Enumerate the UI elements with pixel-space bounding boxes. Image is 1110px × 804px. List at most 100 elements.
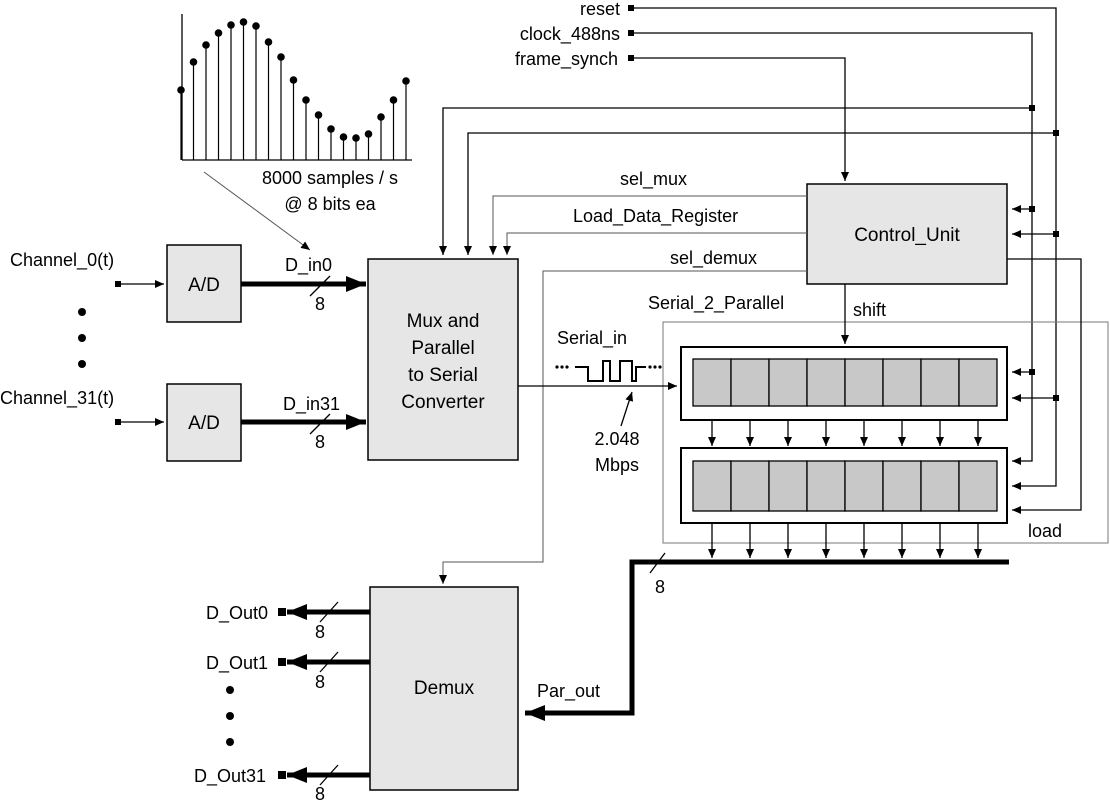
bus-width-slash	[319, 601, 339, 623]
bus-width-slash	[309, 275, 331, 297]
control-unit-label: Control_Unit	[854, 225, 960, 246]
sample-dot	[252, 22, 260, 30]
junction-dot	[1053, 231, 1059, 237]
channel-0-label: Channel_0(t)	[10, 250, 114, 271]
ad-converter-0	[166, 244, 242, 323]
register-bit-cell	[806, 460, 846, 512]
sample-dot	[227, 21, 235, 29]
d-out31-label: D_Out31	[194, 766, 266, 787]
sample-dot	[289, 76, 298, 84]
mux-label-line2: Parallel	[411, 338, 474, 359]
sample-dot	[277, 53, 285, 61]
sample-stems	[177, 18, 410, 160]
sample-dot	[189, 58, 198, 66]
register-bit-cell	[958, 358, 998, 407]
demux-block	[369, 586, 519, 791]
sampled-waveform-plot	[177, 14, 412, 161]
register-bit-cell	[882, 358, 922, 407]
register-bit-cell	[730, 460, 770, 512]
data-to-bus-arrows	[708, 523, 982, 558]
channel-31-terminal	[115, 419, 121, 425]
output-ellipsis-dot	[226, 738, 234, 746]
d-in0-width: 8	[315, 294, 325, 314]
ad-converter-31-label: A/D	[188, 413, 220, 434]
load-data-register-label: Load_Data_Register	[573, 206, 738, 227]
channel-0-terminal	[115, 281, 121, 287]
junction-dot	[1029, 105, 1035, 111]
sample-dot	[352, 134, 360, 142]
sel-mux-label: sel_mux	[620, 169, 687, 190]
sel-mux-line	[489, 195, 807, 255]
mux-label-line1: Mux and	[407, 311, 480, 332]
par-out-label: Par_out	[537, 681, 600, 702]
shift-label: shift	[853, 300, 886, 320]
par-out-width: 8	[655, 577, 665, 597]
d-out31-terminal	[278, 771, 286, 779]
serial-2-parallel-label: Serial_2_Parallel	[648, 293, 784, 314]
register-bit-cell	[692, 460, 732, 512]
d-in31-width: 8	[315, 432, 325, 452]
bus-width-slash	[309, 413, 331, 435]
channel-ellipsis-dot	[78, 308, 86, 316]
channel-ellipsis-dot	[78, 334, 86, 342]
sample-dot	[377, 113, 385, 121]
reset-label: reset	[580, 0, 620, 19]
sample-dot	[339, 133, 348, 141]
d-in0-label: D_in0	[285, 255, 332, 276]
reset-terminal	[628, 5, 634, 11]
register-bit-cell	[692, 358, 732, 407]
clock-label: clock_488ns	[520, 24, 620, 45]
sample-dot	[202, 41, 210, 49]
frame-synch-line	[634, 57, 849, 181]
register-bit-cell	[844, 358, 884, 407]
sample-dot	[327, 125, 335, 133]
d-out1-label: D_Out1	[206, 653, 268, 674]
bits-per-sample-label: @ 8 bits ea	[284, 194, 376, 214]
sample-dot	[264, 38, 273, 46]
mux-label-line3: to Serial	[408, 365, 478, 386]
output-ellipsis-dot	[226, 712, 234, 720]
reset-to-mux	[464, 132, 1056, 255]
data-register-cells	[692, 460, 998, 512]
d-out0-width: 8	[315, 622, 325, 642]
channel-31-label: Channel_31(t)	[0, 388, 114, 409]
bus-width-slash	[319, 651, 339, 673]
sample-dot	[389, 96, 398, 104]
load-line	[1007, 258, 1082, 514]
load-data-register-line	[503, 232, 807, 255]
shift-to-data-arrows	[708, 421, 982, 446]
shift-register-cells	[692, 358, 998, 407]
register-bit-cell	[730, 358, 770, 407]
bus-width-slash	[649, 552, 666, 574]
frame-synch-terminal	[628, 55, 634, 61]
register-bit-cell	[882, 460, 922, 512]
demux-label: Demux	[414, 678, 475, 699]
register-bit-cell	[920, 460, 960, 512]
sample-rate-label: 8000 samples / s	[262, 168, 398, 188]
frame-synch-label: frame_synch	[515, 49, 618, 70]
bus-width-slash	[319, 764, 339, 786]
bitrate-pointer-arrow	[620, 391, 634, 427]
d-out31-width: 8	[315, 784, 325, 804]
d-out0-terminal	[278, 608, 286, 616]
clock-line	[634, 32, 1033, 371]
clock-to-data-register	[1012, 371, 1033, 465]
d-out1-width: 8	[315, 672, 325, 692]
junction-dot	[1029, 206, 1035, 212]
sel-demux-label: sel_demux	[670, 248, 757, 269]
bitrate-value: 2.048	[594, 429, 639, 449]
output-ellipsis-dot	[226, 686, 234, 694]
par-out-bus	[525, 559, 1009, 721]
register-bit-cell	[768, 460, 808, 512]
sample-dot	[214, 29, 223, 37]
register-bit-cell	[958, 460, 998, 512]
junction-dot	[1053, 130, 1059, 136]
sample-pointer-arrow	[203, 171, 311, 251]
register-bit-cell	[920, 358, 960, 407]
clock-terminal	[628, 30, 634, 36]
ad-converter-31	[166, 383, 242, 462]
channel-ellipsis-dot	[78, 360, 86, 368]
sel-demux-line	[439, 270, 807, 584]
serial-waveform-icon	[555, 360, 662, 382]
register-bit-cell	[768, 358, 808, 407]
